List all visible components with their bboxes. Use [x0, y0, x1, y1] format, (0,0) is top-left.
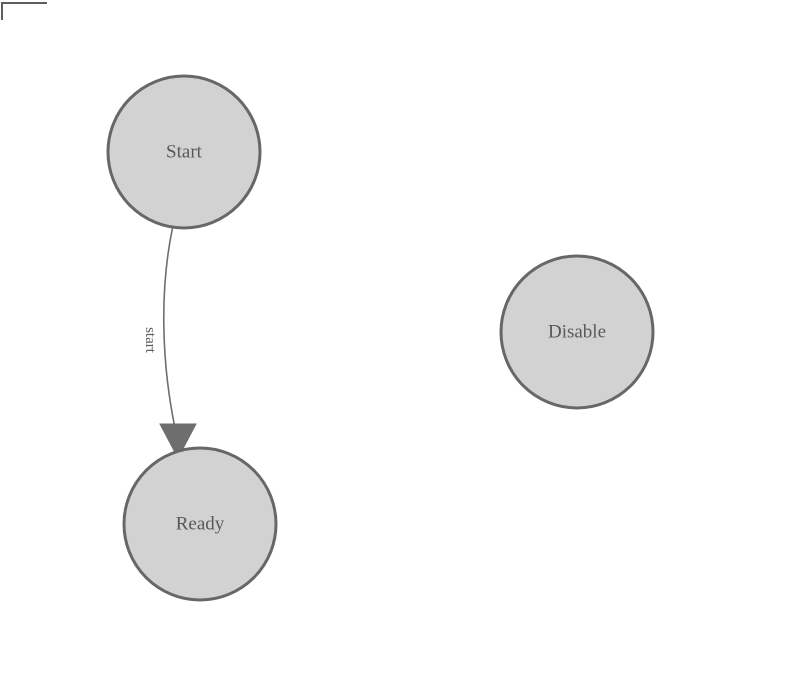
corner-bracket-mark	[1, 2, 47, 20]
node-start-circle	[106, 74, 262, 230]
node-disable[interactable]: Disable	[499, 254, 655, 410]
edge-path-start-to-ready	[162, 227, 176, 429]
edge-start-to-ready[interactable]: start	[142, 227, 197, 460]
edge-label-start: start	[142, 327, 158, 354]
node-disable-circle	[499, 254, 655, 410]
arrowhead-icon	[159, 423, 197, 460]
node-start[interactable]: Start	[106, 74, 262, 230]
edge-label-group: start	[142, 327, 158, 354]
node-ready[interactable]: Ready	[122, 446, 278, 602]
node-ready-circle	[122, 446, 278, 602]
